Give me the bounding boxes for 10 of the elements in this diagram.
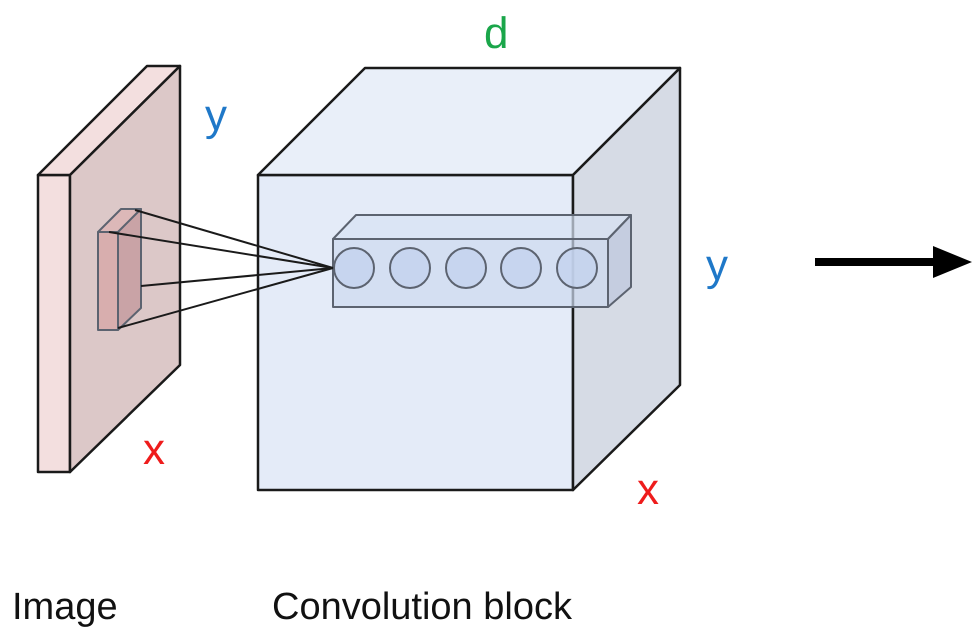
dimension-label: y — [205, 94, 227, 138]
receptive-field-line — [118, 267, 334, 329]
receptive-field-line — [134, 209, 334, 269]
dimension-label: d — [484, 12, 508, 56]
receptive-field-line — [140, 267, 334, 287]
dimension-label: x — [143, 428, 165, 472]
node-caption: Convolution block — [272, 588, 572, 626]
node-caption: Image — [12, 588, 118, 626]
dimension-label: y — [706, 244, 728, 288]
dimension-label: x — [637, 468, 659, 512]
